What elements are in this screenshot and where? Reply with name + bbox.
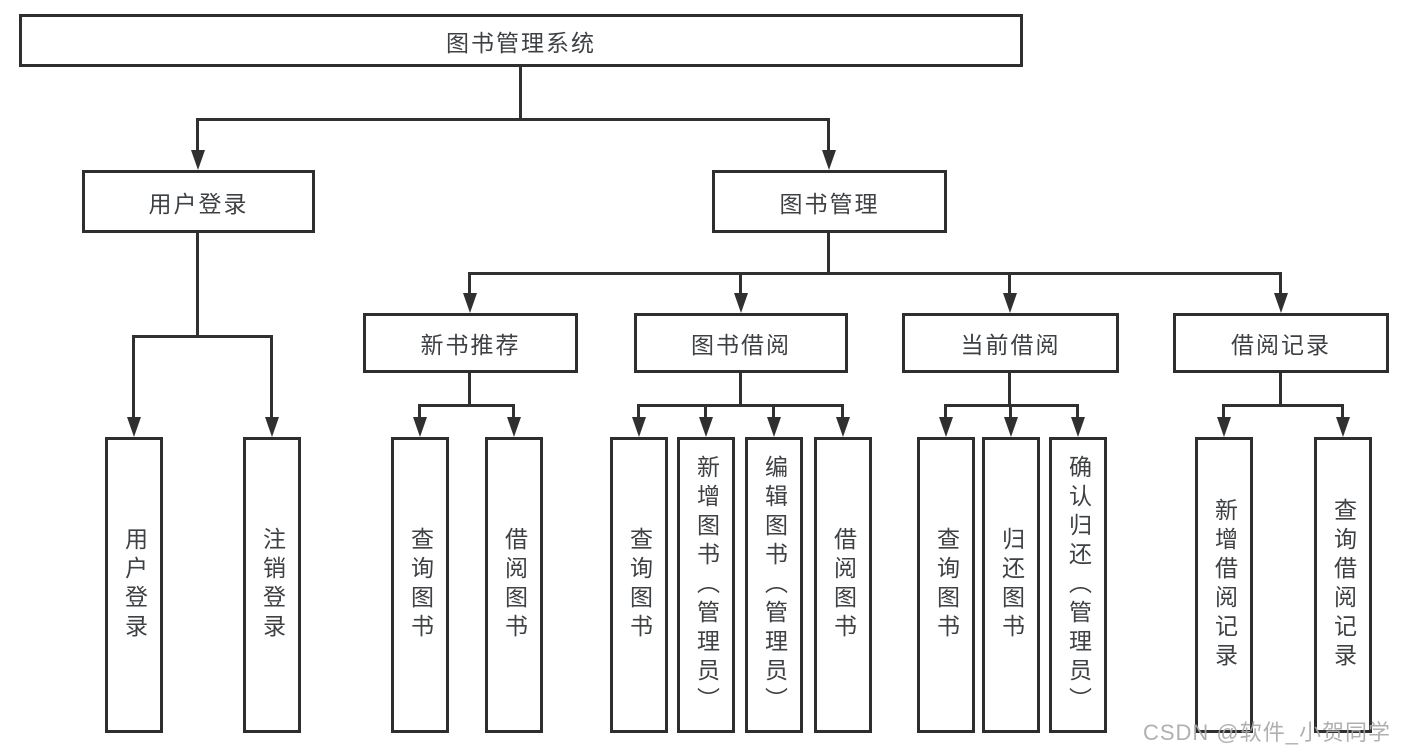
leaf-records-query-record-label: 查询借阅记录 bbox=[1330, 498, 1357, 672]
node-new-book-recommend: 新书推荐 bbox=[363, 313, 578, 373]
connector-root-stem bbox=[519, 67, 522, 120]
connector-borrow-drop-4 bbox=[841, 404, 844, 420]
connector-recommend-rail bbox=[418, 404, 515, 407]
arrow-down-icon bbox=[191, 150, 205, 170]
csdn-watermark: CSDN @软件_小贺同学 bbox=[1142, 720, 1391, 745]
connector-recommend-drop-2 bbox=[512, 404, 515, 420]
connector-current-stem bbox=[1008, 373, 1011, 407]
connector-mgmt-stem bbox=[827, 233, 830, 274]
connector-level3-drop-3 bbox=[1008, 272, 1011, 295]
leaf-current-confirm-return-admin: 确认归还（管理员） bbox=[1049, 437, 1107, 733]
arrow-down-icon bbox=[699, 417, 713, 437]
connector-level2-rail bbox=[196, 118, 830, 121]
node-root-system: 图书管理系统 bbox=[19, 14, 1023, 67]
connector-borrow-rail bbox=[637, 404, 844, 407]
connector-level3-drop-2 bbox=[739, 272, 742, 295]
leaf-current-return-books-label: 归还图书 bbox=[998, 527, 1025, 643]
connector-login-rail bbox=[132, 335, 273, 338]
connector-level2-drop-login bbox=[196, 118, 199, 154]
leaf-logout-label: 注销登录 bbox=[259, 527, 286, 643]
leaf-records-add-record-label: 新增借阅记录 bbox=[1211, 498, 1238, 672]
arrow-down-icon bbox=[632, 417, 646, 437]
node-user-login-label: 用户登录 bbox=[148, 190, 249, 217]
leaf-recommend-query-books-label: 查询图书 bbox=[407, 527, 434, 643]
node-current-borrowing: 当前借阅 bbox=[902, 313, 1119, 373]
leaf-recommend-query-books: 查询图书 bbox=[391, 437, 449, 733]
connector-current-drop-2 bbox=[1009, 404, 1012, 420]
arrow-down-icon bbox=[734, 293, 748, 313]
leaf-borrow-query-books-label: 查询图书 bbox=[626, 527, 653, 643]
arrow-down-icon bbox=[1003, 293, 1017, 313]
connector-records-drop-2 bbox=[1341, 404, 1344, 420]
leaf-borrow-add-books-admin-label: 新增图书（管理员） bbox=[693, 454, 720, 716]
node-book-borrowing: 图书借阅 bbox=[634, 313, 848, 373]
connector-login-drop-2 bbox=[270, 335, 273, 419]
arrow-down-icon bbox=[767, 417, 781, 437]
connector-records-drop-1 bbox=[1222, 404, 1225, 420]
leaf-current-confirm-return-admin-label: 确认归还（管理员） bbox=[1065, 454, 1092, 716]
arrow-down-icon bbox=[265, 417, 279, 437]
leaf-current-query-books-label: 查询图书 bbox=[933, 527, 960, 643]
leaf-current-query-books: 查询图书 bbox=[917, 437, 975, 733]
leaf-borrow-edit-books-admin-label: 编辑图书（管理员） bbox=[761, 454, 788, 716]
connector-recommend-stem bbox=[468, 373, 471, 407]
arrow-down-icon bbox=[836, 417, 850, 437]
node-user-login: 用户登录 bbox=[82, 170, 315, 233]
arrow-down-icon bbox=[939, 417, 953, 437]
arrow-down-icon bbox=[1071, 417, 1085, 437]
connector-level3-drop-1 bbox=[468, 272, 471, 295]
connector-recommend-drop-1 bbox=[418, 404, 421, 420]
leaf-logout: 注销登录 bbox=[243, 437, 301, 733]
arrow-down-icon bbox=[507, 417, 521, 437]
node-new-book-recommend-label: 新书推荐 bbox=[420, 332, 521, 358]
leaf-borrow-add-books-admin: 新增图书（管理员） bbox=[677, 437, 735, 733]
arrow-down-icon bbox=[127, 417, 141, 437]
connector-login-stem bbox=[196, 233, 199, 337]
leaf-borrow-borrow-books-label: 借阅图书 bbox=[830, 527, 857, 643]
leaf-records-add-record: 新增借阅记录 bbox=[1195, 437, 1253, 733]
connector-login-drop-1 bbox=[132, 335, 135, 419]
connector-borrow-drop-3 bbox=[772, 404, 775, 420]
arrow-down-icon bbox=[1274, 293, 1288, 313]
arrow-down-icon bbox=[1217, 417, 1231, 437]
arrow-down-icon bbox=[1336, 417, 1350, 437]
node-root-label: 图书管理系统 bbox=[446, 29, 596, 56]
connector-borrow-drop-1 bbox=[637, 404, 640, 420]
node-book-management-label: 图书管理 bbox=[779, 190, 880, 217]
connector-level3-rail bbox=[468, 272, 1282, 275]
node-book-management: 图书管理 bbox=[712, 170, 947, 233]
leaf-current-return-books: 归还图书 bbox=[982, 437, 1040, 733]
node-borrowing-records-label: 借阅记录 bbox=[1231, 332, 1331, 358]
connector-level3-drop-4 bbox=[1279, 272, 1282, 295]
arrow-down-icon bbox=[463, 293, 477, 313]
node-borrowing-records: 借阅记录 bbox=[1173, 313, 1389, 373]
leaf-user-login-label: 用户登录 bbox=[121, 527, 148, 643]
connector-borrow-drop-2 bbox=[704, 404, 707, 420]
arrow-down-icon bbox=[822, 150, 836, 170]
leaf-recommend-borrow-books: 借阅图书 bbox=[485, 437, 543, 733]
leaf-borrow-edit-books-admin: 编辑图书（管理员） bbox=[745, 437, 803, 733]
leaf-records-query-record: 查询借阅记录 bbox=[1314, 437, 1372, 733]
connector-current-drop-3 bbox=[1076, 404, 1079, 420]
leaf-borrow-borrow-books: 借阅图书 bbox=[814, 437, 872, 733]
connector-borrow-stem bbox=[739, 373, 742, 407]
leaf-recommend-borrow-books-label: 借阅图书 bbox=[501, 527, 528, 643]
connector-current-drop-1 bbox=[944, 404, 947, 420]
leaf-user-login: 用户登录 bbox=[105, 437, 163, 733]
connector-records-rail bbox=[1222, 404, 1344, 407]
node-current-borrowing-label: 当前借阅 bbox=[960, 332, 1061, 358]
node-book-borrowing-label: 图书借阅 bbox=[691, 332, 791, 358]
connector-records-stem bbox=[1279, 373, 1282, 407]
arrow-down-icon bbox=[1004, 417, 1018, 437]
arrow-down-icon bbox=[413, 417, 427, 437]
connector-level2-drop-mgmt bbox=[827, 118, 830, 154]
leaf-borrow-query-books: 查询图书 bbox=[610, 437, 668, 733]
